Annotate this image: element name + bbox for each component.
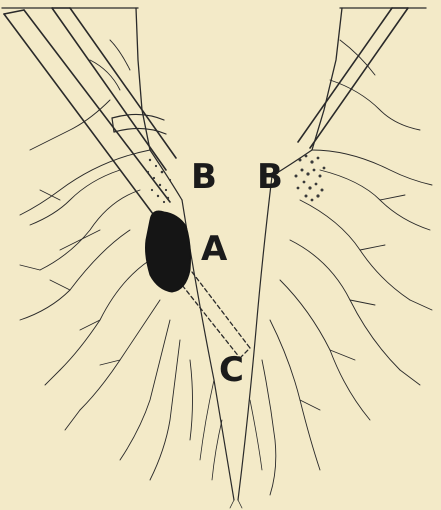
label-a: A bbox=[201, 232, 227, 266]
label-b-left: B bbox=[191, 160, 217, 194]
tap-root bbox=[150, 150, 312, 500]
boring-rod-inner bbox=[52, 8, 176, 170]
trench-outline-right bbox=[312, 8, 426, 150]
dashed-path-to-c bbox=[178, 272, 250, 358]
stipple-b-right bbox=[295, 155, 326, 202]
stipple-b-left bbox=[147, 159, 171, 203]
roots-right bbox=[262, 40, 432, 495]
root-mass-a bbox=[146, 211, 191, 292]
roots-bottom bbox=[200, 380, 262, 508]
label-b-right: B bbox=[257, 160, 283, 194]
label-c: C bbox=[219, 353, 244, 387]
boring-rod-right bbox=[298, 8, 408, 148]
